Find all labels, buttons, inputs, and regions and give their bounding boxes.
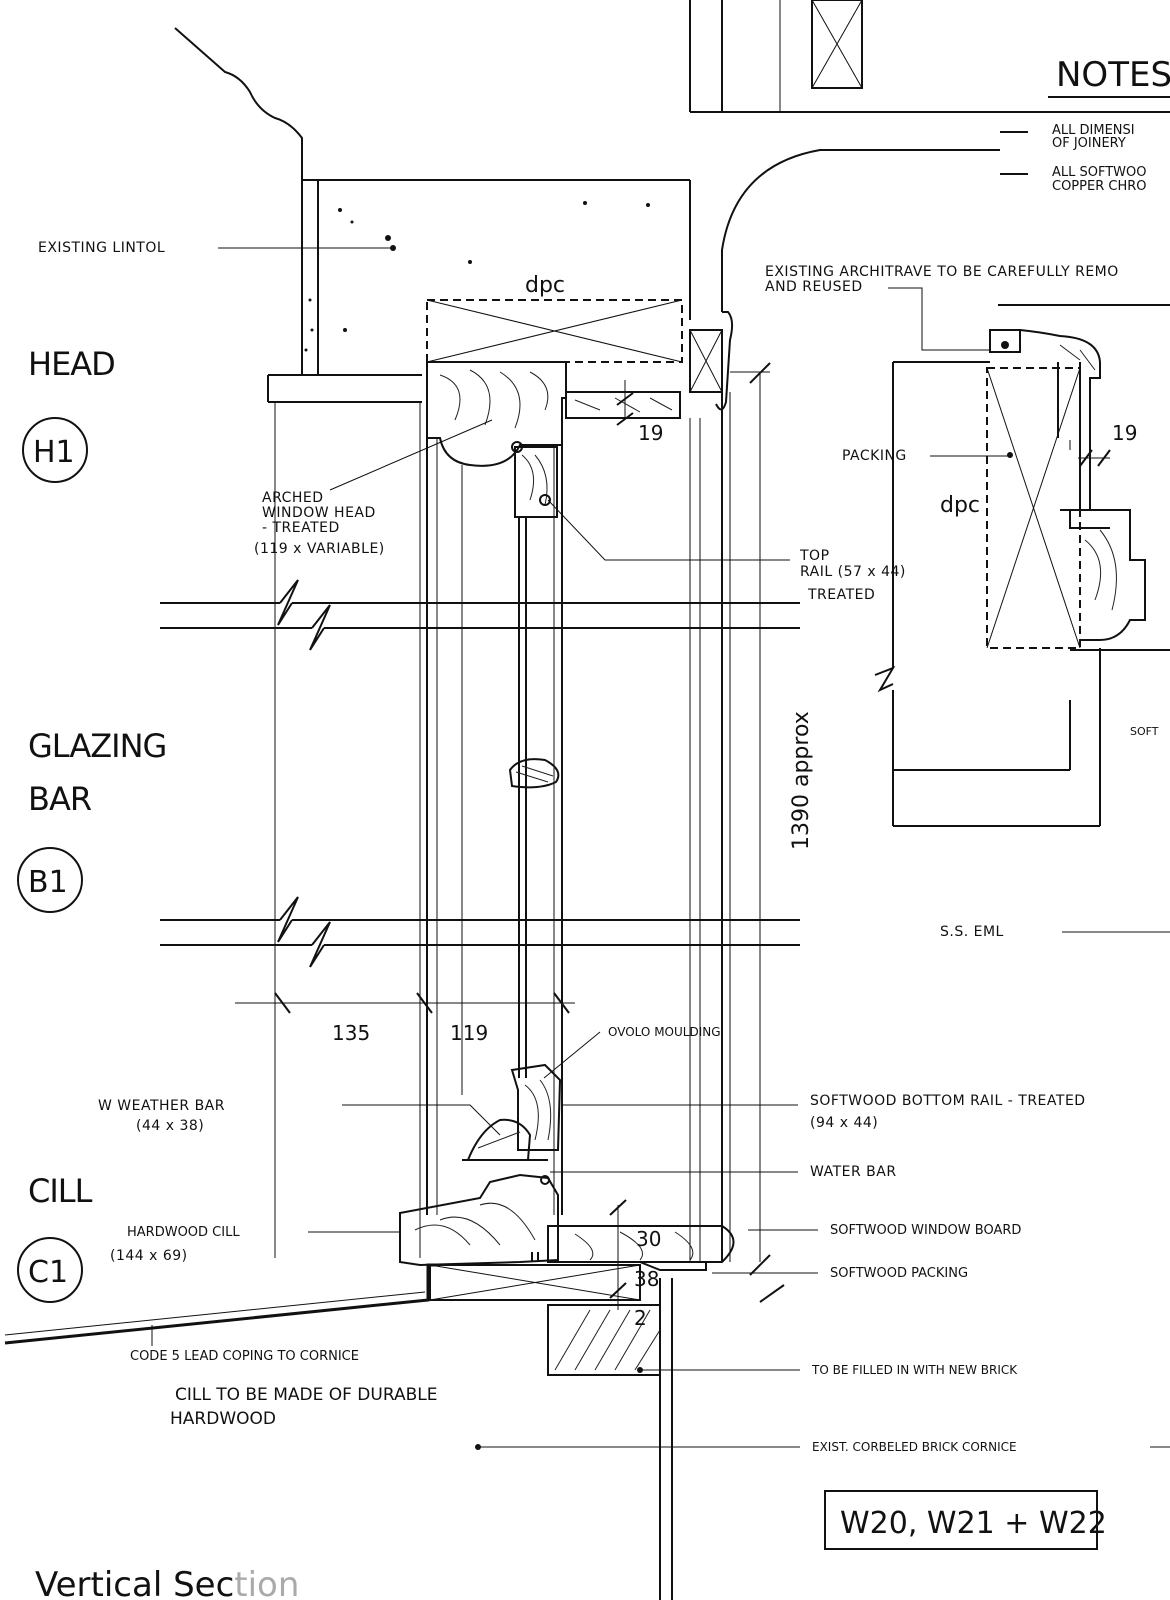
label-ovolo: OVOLO MOULDING xyxy=(608,1025,721,1039)
window-frame-verticals xyxy=(274,402,701,1262)
glazing-bar-label: GLAZING xyxy=(28,727,166,765)
window-ref: W20, W21 + W22 xyxy=(840,1506,1107,1541)
new-brick-infill xyxy=(547,1278,673,1600)
label-arched-1: ARCHED xyxy=(262,490,324,506)
label-hardcill-1: HARDWOOD CILL xyxy=(127,1225,240,1240)
dimension-1390 xyxy=(730,362,771,1276)
label-bottomrail-1: SOFTWOOD BOTTOM RAIL - TREATED xyxy=(810,1093,1086,1109)
label-windowboard: SOFTWOOD WINDOW BOARD xyxy=(830,1223,1021,1238)
notes-line-2b: COPPER CHRO xyxy=(1052,179,1147,194)
label-waterbar: WATER BAR xyxy=(810,1164,897,1180)
notes-line-1b: OF JOINERY xyxy=(1052,136,1126,151)
drawing-title: Vertical Section xyxy=(35,1565,299,1600)
dimension-119: 119 xyxy=(450,1021,488,1045)
dimension-19-left xyxy=(616,380,634,426)
break-line-upper xyxy=(160,579,800,651)
notes-line-1: ALL DIMENSI xyxy=(1052,123,1135,138)
label-architrave-2: AND REUSED xyxy=(765,279,863,295)
dimension-38: 38 xyxy=(634,1267,659,1291)
bottom-rail-section xyxy=(462,1063,562,1161)
existing-architrave-left xyxy=(689,311,734,1262)
cill-label: CILL xyxy=(28,1172,93,1210)
window-ref-box xyxy=(824,1490,1098,1550)
lintol-head-masonry xyxy=(174,27,691,403)
label-cillnote-2: HARDWOOD xyxy=(170,1409,276,1429)
head-label: HEAD xyxy=(28,345,115,383)
hardwood-cill-section xyxy=(399,1173,559,1267)
dimension-cill-stack xyxy=(609,1199,785,1310)
label-cillnote-1: CILL TO BE MADE OF DURABLE xyxy=(175,1385,437,1405)
glazing-ref-circle xyxy=(17,847,83,913)
label-existing-lintol: EXISTING LINTOL xyxy=(38,240,165,256)
label-architrave-1: EXISTING ARCHITRAVE TO BE CAREFULLY REMO xyxy=(765,264,1119,280)
label-arched-2: WINDOW HEAD xyxy=(262,505,376,521)
label-ss-eml: S.S. EML xyxy=(940,924,1004,940)
dimension-19-left-label: 19 xyxy=(638,421,663,445)
label-cornice: EXIST. CORBELED BRICK CORNICE xyxy=(812,1440,1017,1454)
dimension-19-right-label: 19 xyxy=(1112,421,1137,445)
drawing-title-b: tion xyxy=(234,1565,299,1600)
glazing-ref: B1 xyxy=(28,865,68,900)
dpc-label-right: dpc xyxy=(940,493,980,518)
dimension-30: 30 xyxy=(636,1227,661,1251)
label-softpacking: SOFTWOOD PACKING xyxy=(830,1266,968,1281)
dimension-19-right xyxy=(1078,449,1111,467)
top-rail-section xyxy=(511,441,558,1078)
dimension-2: 2 xyxy=(634,1306,647,1330)
label-soft-right: SOFT xyxy=(1130,725,1159,738)
label-newbrick: TO BE FILLED IN WITH NEW BRICK xyxy=(811,1363,1018,1377)
drawing-title-a: Vertical Sec xyxy=(35,1565,234,1600)
label-hardcill-2: (144 x 69) xyxy=(110,1248,188,1264)
label-arched-4: (119 x VARIABLE) xyxy=(254,541,385,557)
softwood-window-board xyxy=(547,1225,735,1271)
glazing-bar-profile xyxy=(508,758,560,789)
label-toprail-2: RAIL (57 x 44) xyxy=(800,564,906,580)
right-head-detail xyxy=(874,304,1170,827)
break-line-lower xyxy=(160,896,800,968)
label-arched-3: - TREATED xyxy=(262,520,340,536)
cill-ref-circle xyxy=(17,1237,83,1303)
head-packing-block xyxy=(426,299,683,363)
cill-ref: C1 xyxy=(28,1255,68,1290)
dimension-135: 135 xyxy=(332,1021,370,1045)
label-toprail-3: TREATED xyxy=(807,587,875,603)
label-weather-1: W WEATHER BAR xyxy=(98,1098,225,1114)
upper-wall-linework xyxy=(689,0,1170,312)
arched-window-head-section xyxy=(426,361,681,467)
label-toprail-1: TOP xyxy=(799,548,830,564)
dimension-135-119 xyxy=(235,992,575,1014)
notes-line-2: ALL SOFTWOO xyxy=(1052,165,1147,180)
label-bottomrail-2: (94 x 44) xyxy=(810,1115,878,1131)
head-ref-circle xyxy=(22,417,88,483)
dimension-1390-label: 1390 approx xyxy=(789,711,814,850)
label-weather-2: (44 x 38) xyxy=(136,1118,204,1134)
lead-coping xyxy=(4,1263,620,1345)
cill-packing-block xyxy=(429,1264,641,1301)
glazing-bar-label-2: BAR xyxy=(28,780,92,818)
dpc-label-left: dpc xyxy=(525,273,565,298)
label-leadcoping: CODE 5 LEAD COPING TO CORNICE xyxy=(130,1349,359,1364)
notes-heading: NOTES xyxy=(1056,55,1170,95)
head-ref: H1 xyxy=(33,435,75,470)
label-packing: PACKING xyxy=(842,448,907,464)
